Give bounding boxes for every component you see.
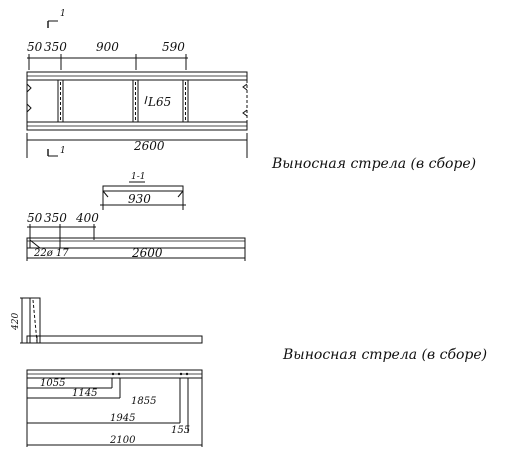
overall-2600-elev: 2600	[131, 246, 163, 260]
dim-350: 350	[44, 40, 67, 54]
caption-top: Выносная стрела (в сборе)	[271, 156, 476, 172]
height-420: 420	[11, 313, 21, 331]
elev-dim-350: 350	[44, 211, 67, 225]
elev-dim-400: 400	[75, 211, 99, 225]
section-view: 1-1 930	[100, 172, 186, 210]
dim-1855: 1855	[131, 396, 156, 407]
caption-bottom: Выносная стрела (в сборе)	[282, 347, 487, 363]
overall-2600-plan: 2600	[133, 139, 165, 153]
section-label: 1-1	[131, 172, 146, 182]
plan-view: 1 50 350 900 590 L65	[26, 9, 248, 158]
holes-label: 22ø 17	[33, 248, 69, 259]
section-mark-top: 1	[60, 9, 66, 19]
dim-1145: 1145	[72, 388, 97, 399]
dim-1055: 1055	[40, 378, 65, 389]
elev-dim-50: 50	[27, 211, 43, 225]
dim-590: 590	[162, 40, 185, 54]
dim-2100: 2100	[109, 435, 136, 446]
section-width-930: 930	[128, 192, 151, 206]
bottom-plan: 1055 1145 1855 1945 155 2100	[26, 369, 203, 447]
angle-label: L65	[147, 95, 171, 109]
elevation-view: 50 350 400 22ø 17 2600	[26, 211, 246, 261]
dim-50: 50	[27, 40, 43, 54]
dim-1945: 1945	[110, 413, 135, 424]
dim-900: 900	[96, 40, 119, 54]
dim-155: 155	[171, 425, 190, 436]
side-elevation: 420	[11, 297, 203, 344]
section-mark-bottom: 1	[60, 146, 66, 156]
